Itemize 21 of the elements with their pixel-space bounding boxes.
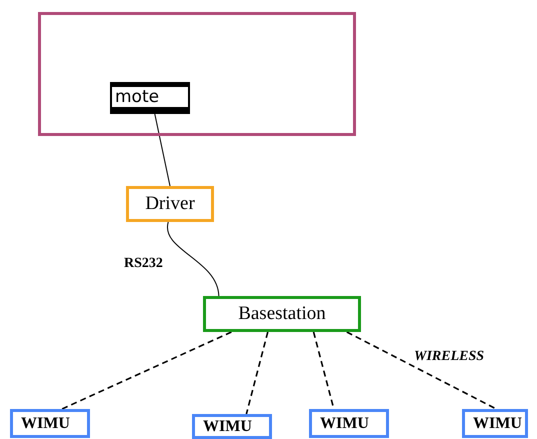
basestation-box — [203, 296, 361, 332]
wimu-box — [309, 409, 389, 438]
link-label: WIRELESS — [414, 349, 484, 365]
wimu-box — [192, 414, 272, 439]
node-label: Driver — [145, 193, 195, 215]
node-label: WIMU — [203, 418, 252, 436]
wireless-link — [246, 332, 269, 414]
wireless-link — [346, 331, 497, 410]
computer-box — [38, 12, 356, 136]
node-label: Basestation — [238, 303, 326, 325]
wimu-box — [10, 409, 90, 438]
node-label: WIMU — [320, 414, 369, 432]
driver-box — [126, 186, 214, 222]
mote-object — [110, 82, 190, 114]
object-label: mote — [115, 87, 160, 107]
cable-line — [154, 114, 170, 186]
wireless-link — [62, 331, 232, 410]
cable-line — [167, 222, 220, 296]
wimu-box — [462, 409, 528, 438]
node-label: WIMU — [473, 414, 522, 432]
node-label: WIMU — [21, 414, 70, 432]
